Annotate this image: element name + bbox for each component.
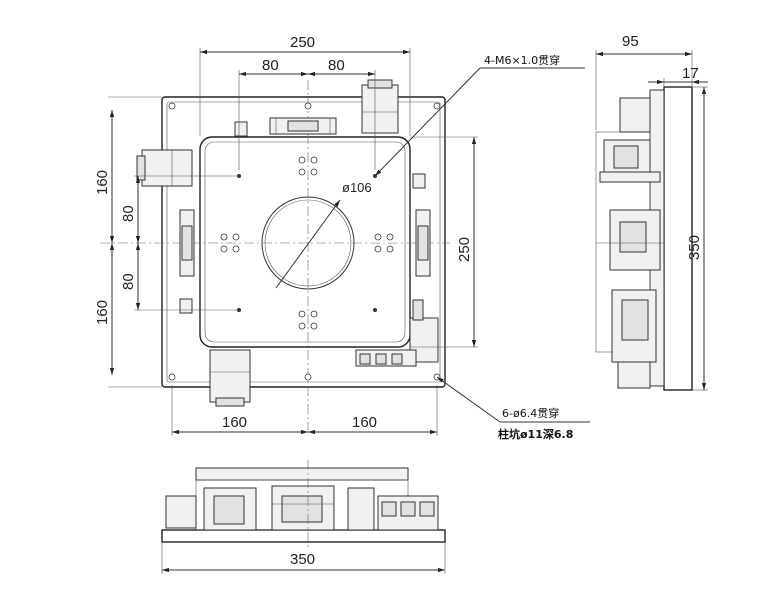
top-motor xyxy=(361,84,399,134)
plate-mount-holes xyxy=(168,102,441,381)
moving-table xyxy=(199,136,411,348)
dim-right-250: 250 xyxy=(456,237,473,262)
dim-left-80-lower: 80 xyxy=(120,273,137,290)
dim-top-80-left: 80 xyxy=(262,57,279,74)
side-dimensions: 95 17 350 xyxy=(595,33,708,391)
note-tapped-holes: 4-M6×1.0贯穿 xyxy=(484,53,560,67)
note-counterbore: 柱坑ø11深6.8 xyxy=(498,427,573,441)
plan-dimensions: 250 80 80 160 160 80 80 250 160 160 xyxy=(94,34,590,441)
dim-top-80-right: 80 xyxy=(328,57,345,74)
front-dimensions: 350 xyxy=(161,542,446,574)
dim-side-95: 95 xyxy=(622,33,639,50)
hole-pattern xyxy=(220,156,394,330)
dim-bottom-160-right: 160 xyxy=(352,414,377,431)
dim-left-80-upper: 80 xyxy=(120,205,137,222)
dim-side-17: 17 xyxy=(682,65,699,82)
dim-bore-diameter: ø106 xyxy=(342,180,372,195)
dim-left-160-upper: 160 xyxy=(94,170,111,195)
front-left-motor xyxy=(165,495,197,529)
base-plate xyxy=(161,96,446,388)
note-through-holes: 6-ø6.4贯穿 xyxy=(502,406,559,420)
left-motor xyxy=(141,149,193,187)
dim-bottom-160-left: 160 xyxy=(222,414,247,431)
front-view xyxy=(161,460,446,548)
bottom-motor xyxy=(209,349,251,403)
dim-side-350: 350 xyxy=(686,235,703,260)
front-base-plate xyxy=(161,529,446,543)
dim-front-350: 350 xyxy=(290,551,315,568)
dim-top-250: 250 xyxy=(290,34,315,51)
plan-view xyxy=(100,79,450,430)
dim-left-160-lower: 160 xyxy=(94,300,111,325)
side-view xyxy=(595,86,693,391)
